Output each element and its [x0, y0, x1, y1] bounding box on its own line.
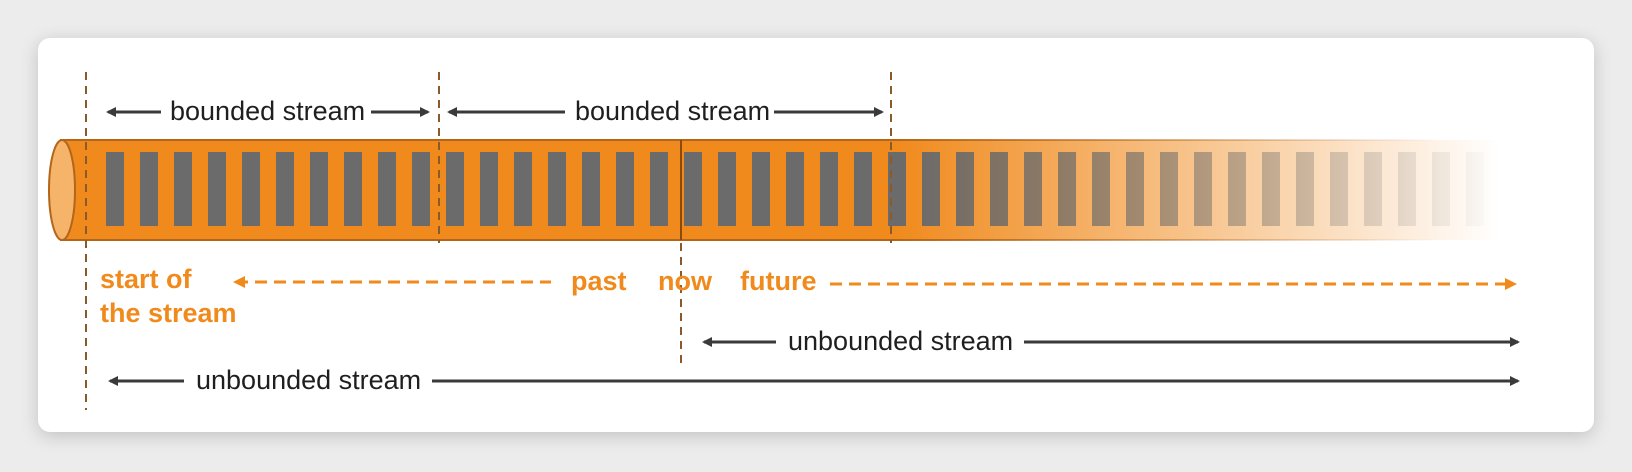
- unbounded-from-now-label: unbounded stream: [788, 326, 1013, 356]
- event-block: [650, 152, 668, 226]
- event-block: [446, 152, 464, 226]
- event-block: [1296, 152, 1314, 226]
- event-block: [310, 152, 328, 226]
- event-block: [1194, 152, 1212, 226]
- event-blocks: [106, 152, 1552, 226]
- event-block: [548, 152, 566, 226]
- event-block: [922, 152, 940, 226]
- event-block: [1466, 152, 1484, 226]
- event-block: [1330, 152, 1348, 226]
- start-label-line1: start of: [100, 264, 193, 294]
- event-block: [480, 152, 498, 226]
- bounded-stream-2: bounded stream: [447, 96, 884, 126]
- event-block: [1500, 152, 1518, 226]
- event-block: [378, 152, 396, 226]
- event-block: [1160, 152, 1178, 226]
- event-block: [990, 152, 1008, 226]
- past-label: past: [571, 266, 627, 296]
- start-label-line2: the stream: [100, 298, 237, 328]
- event-block: [1398, 152, 1416, 226]
- stream-tube: [48, 139, 1580, 241]
- event-block: [106, 152, 124, 226]
- bounded-stream-1-label: bounded stream: [170, 96, 365, 126]
- event-block: [582, 152, 600, 226]
- event-block: [684, 152, 702, 226]
- event-block: [242, 152, 260, 226]
- stream-diagram: bounded stream bounded stream start of t…: [48, 72, 1580, 410]
- event-block: [344, 152, 362, 226]
- event-block: [888, 152, 906, 226]
- tube-end-cap: [48, 139, 76, 241]
- event-block: [514, 152, 532, 226]
- event-block: [786, 152, 804, 226]
- event-block: [140, 152, 158, 226]
- event-block: [1024, 152, 1042, 226]
- event-block: [854, 152, 872, 226]
- event-block: [1058, 152, 1076, 226]
- bounded-stream-2-label: bounded stream: [575, 96, 770, 126]
- event-block: [276, 152, 294, 226]
- event-block: [1364, 152, 1382, 226]
- event-block: [174, 152, 192, 226]
- bounded-stream-1: bounded stream: [106, 96, 430, 126]
- event-block: [1126, 152, 1144, 226]
- event-block: [208, 152, 226, 226]
- now-label: now: [658, 266, 713, 296]
- diagram-card: bounded stream bounded stream start of t…: [38, 38, 1594, 432]
- event-block: [1262, 152, 1280, 226]
- unbounded-from-start-label: unbounded stream: [196, 365, 421, 395]
- event-block: [616, 152, 634, 226]
- event-block: [1228, 152, 1246, 226]
- event-block: [752, 152, 770, 226]
- event-block: [1534, 152, 1552, 226]
- event-block: [718, 152, 736, 226]
- event-block: [1432, 152, 1450, 226]
- event-block: [820, 152, 838, 226]
- unbounded-stream-from-now: unbounded stream: [702, 326, 1520, 356]
- unbounded-stream-from-start: unbounded stream: [108, 365, 1520, 395]
- event-block: [1092, 152, 1110, 226]
- event-block: [412, 152, 430, 226]
- event-block: [956, 152, 974, 226]
- future-label: future: [740, 266, 817, 296]
